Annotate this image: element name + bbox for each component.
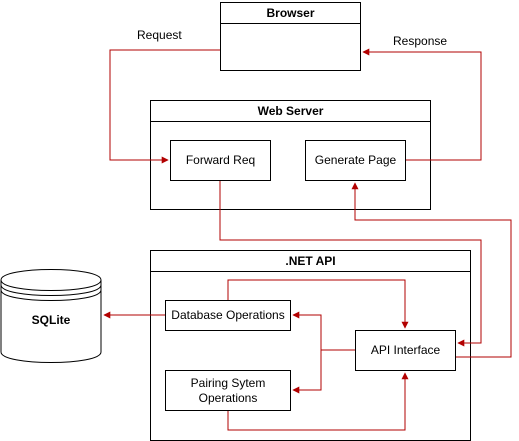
sqlite-label: SQLite	[31, 313, 71, 327]
request-edge-label: Request	[137, 28, 182, 42]
net-api-title: .NET API	[151, 251, 470, 272]
forward-req-node: Forward Req	[170, 140, 271, 181]
pairing-system-operations-node: Pairing Sytem Operations	[165, 370, 291, 411]
api-interface-node: API Interface	[355, 330, 456, 371]
browser-title: Browser	[221, 3, 360, 24]
browser-container: Browser	[220, 2, 361, 71]
web-server-title: Web Server	[151, 101, 430, 122]
database-operations-node: Database Operations	[165, 300, 291, 331]
response-edge-label: Response	[393, 34, 448, 48]
sqlite-database-icon	[0, 269, 102, 363]
generate-page-node: Generate Page	[305, 140, 406, 181]
